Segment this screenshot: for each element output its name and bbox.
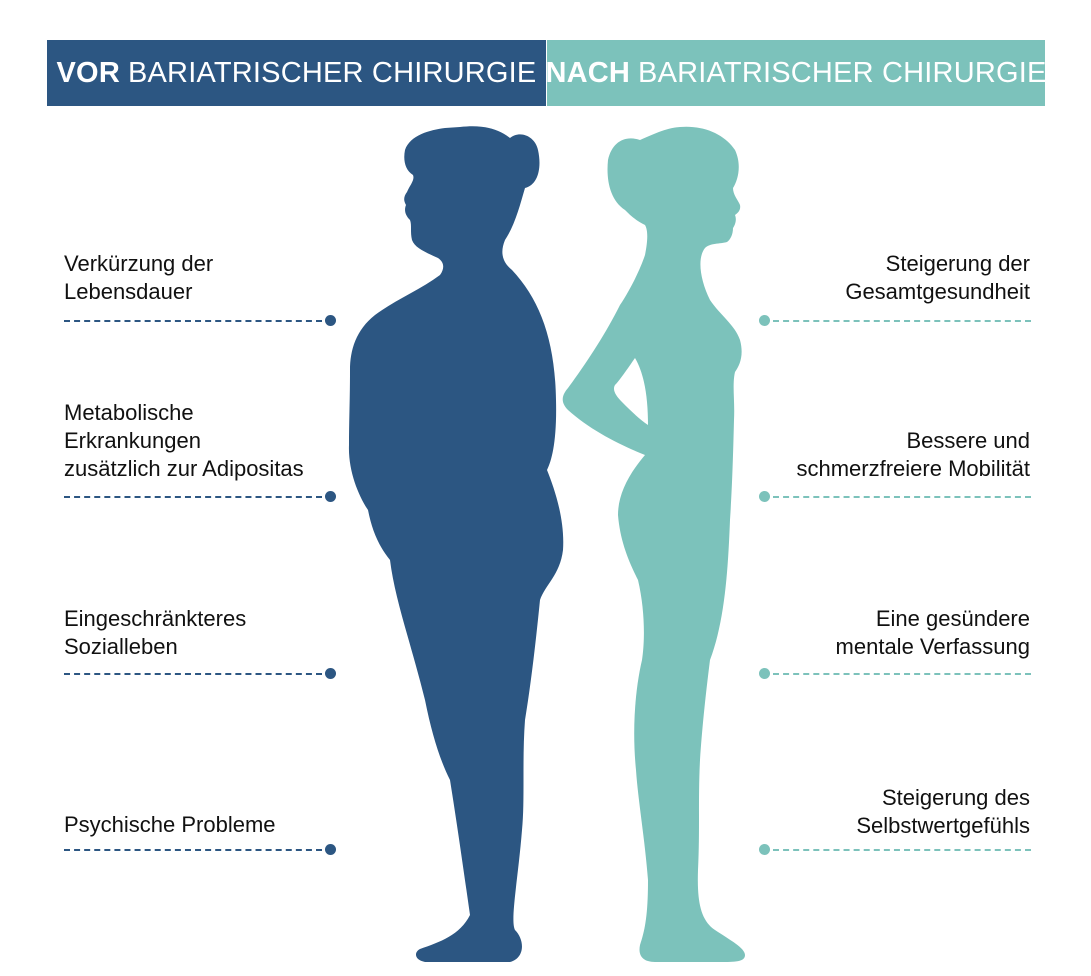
dashed-line: [64, 849, 322, 851]
item-text-line: Verkürzung der: [64, 251, 214, 276]
dashed-line: [773, 849, 1031, 851]
dashed-line: [773, 673, 1031, 675]
header-before-bold: VOR: [56, 56, 120, 89]
dashed-line: [773, 320, 1031, 322]
dashed-line: [64, 496, 322, 498]
item-text-line: schmerzfreiere Mobilität: [796, 456, 1030, 481]
connector-dot-icon: [325, 315, 336, 326]
item-text-line: Steigerung des: [882, 785, 1030, 810]
item-text-line: Eingeschränkteres: [64, 606, 247, 631]
before-item-2: Metabolische Erkrankungen zusätzlich zur…: [64, 399, 304, 483]
item-text-line: Gesamtgesundheit: [845, 279, 1030, 304]
after-item-4: Steigerung des Selbstwertgefühls: [856, 784, 1030, 840]
item-text-line: Psychische Probleme: [64, 812, 276, 837]
item-text-line: Steigerung der: [885, 251, 1030, 276]
after-item-1: Steigerung der Gesamtgesundheit: [845, 250, 1030, 306]
item-text-line: zusätzlich zur Adipositas: [64, 456, 304, 481]
connector-dot-icon: [325, 668, 336, 679]
before-connector-3: [64, 668, 336, 680]
connector-dot-icon: [325, 491, 336, 502]
after-item-2: Bessere und schmerzfreiere Mobilität: [796, 427, 1030, 483]
dashed-line: [64, 673, 322, 675]
before-item-3: Eingeschränkteres Sozialleben: [64, 605, 246, 661]
item-text-line: Metabolische: [64, 400, 194, 425]
connector-dot-icon: [325, 844, 336, 855]
after-connector-1: [759, 315, 1031, 327]
header-before-surgery: VOR BARIATRISCHER CHIRURGIE: [47, 40, 546, 106]
dashed-line: [64, 320, 322, 322]
after-connector-2: [759, 491, 1031, 503]
connector-dot-icon: [759, 315, 770, 326]
after-connector-3: [759, 668, 1031, 680]
before-connector-1: [64, 315, 336, 327]
after-connector-4: [759, 844, 1031, 856]
header-after-text: BARIATRISCHER CHIRURGIE: [638, 56, 1047, 89]
slim-woman-silhouette-icon: [562, 126, 745, 963]
before-connector-4: [64, 844, 336, 856]
item-text-line: Bessere und: [906, 428, 1030, 453]
arm-gap: [613, 358, 648, 425]
item-text-line: Erkrankungen: [64, 428, 201, 453]
connector-dot-icon: [759, 844, 770, 855]
connector-dot-icon: [759, 668, 770, 679]
header-after-surgery: NACH BARIATRISCHER CHIRURGIE: [545, 40, 1047, 106]
dashed-line: [773, 496, 1031, 498]
after-item-3: Eine gesündere mentale Verfassung: [836, 605, 1030, 661]
item-text-line: Lebensdauer: [64, 279, 193, 304]
item-text-line: Eine gesündere: [875, 606, 1030, 631]
item-text-line: mentale Verfassung: [835, 634, 1030, 659]
before-item-1: Verkürzung der Lebensdauer: [64, 250, 213, 306]
overweight-woman-silhouette-icon: [348, 126, 564, 962]
before-item-4: Psychische Probleme: [64, 811, 276, 839]
connector-dot-icon: [759, 491, 770, 502]
item-text-line: Sozialleben: [64, 634, 178, 659]
item-text-line: Selbstwertgefühls: [856, 813, 1030, 838]
before-connector-2: [64, 491, 336, 503]
header-before-text: BARIATRISCHER CHIRURGIE: [127, 56, 537, 89]
header-after-bold: NACH: [545, 56, 631, 89]
